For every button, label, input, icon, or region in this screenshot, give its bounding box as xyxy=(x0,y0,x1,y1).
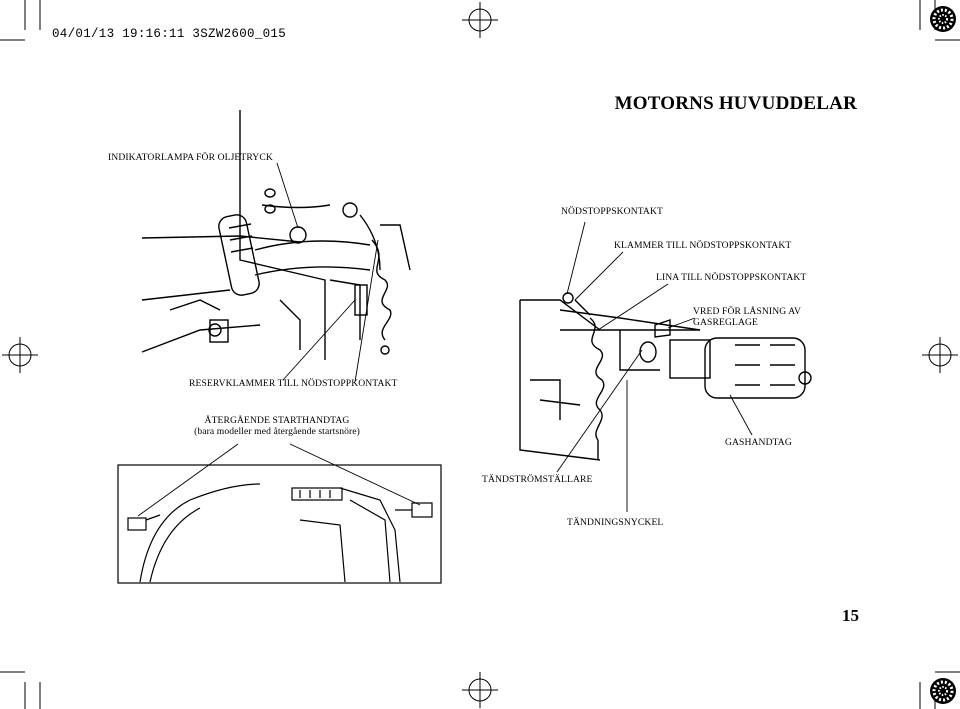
registration-target-top xyxy=(462,2,498,38)
registration-target-bottom xyxy=(462,672,498,708)
registration-target-left xyxy=(2,337,38,373)
star-target-bottom-right xyxy=(930,678,956,704)
registration-target-right xyxy=(922,337,958,373)
label-ignition-switch: TÄNDSTRÖMSTÄLLARE xyxy=(482,474,593,485)
label-throttle-grip: GASHANDTAG xyxy=(725,437,792,448)
label-recoil-line1: ÅTERGÅENDE STARTHANDTAG xyxy=(204,415,350,426)
label-spare-stop-clip: RESERVKLAMMER TILL NÖDSTOPPKONTAKT xyxy=(189,378,398,389)
label-ignition-key: TÄNDNINGSNYCKEL xyxy=(567,517,664,528)
leader-lines xyxy=(137,162,753,517)
label-recoil-starter: ÅTERGÅENDE STARTHANDTAG (bara modeller m… xyxy=(189,415,365,437)
recoil-starter-illustration xyxy=(117,464,442,584)
label-recoil-line2: (bara modeller med återgående startsnöre… xyxy=(194,426,360,437)
star-target-top-right xyxy=(930,6,956,32)
label-emergency-stop-switch: NÖDSTOPPSKONTAKT xyxy=(561,206,663,217)
label-stop-switch-cord: LINA TILL NÖDSTOPPSKONTAKT xyxy=(656,272,807,283)
page-title: MOTORNS HUVUDDELAR xyxy=(614,93,857,114)
label-throttle-lock-knob: VRED FÖR LÅSNING AV GASREGLAGE xyxy=(693,306,801,328)
tiller-handle-illustration xyxy=(519,292,812,461)
print-job-stamp: 04/01/13 19:16:11 3SZW2600_015 xyxy=(52,27,287,41)
label-oil-pressure-indicator: INDIKATORLAMPA FÖR OLJETRYCK xyxy=(108,152,273,163)
engine-illustration xyxy=(141,110,411,360)
label-stop-switch-clip: KLAMMER TILL NÖDSTOPPSKONTAKT xyxy=(614,240,792,251)
label-throttle-lock-line1: VRED FÖR LÅSNING AV xyxy=(693,306,802,317)
label-throttle-lock-line2: GASREGLAGE xyxy=(693,317,758,328)
page-number: 15 xyxy=(842,606,859,625)
